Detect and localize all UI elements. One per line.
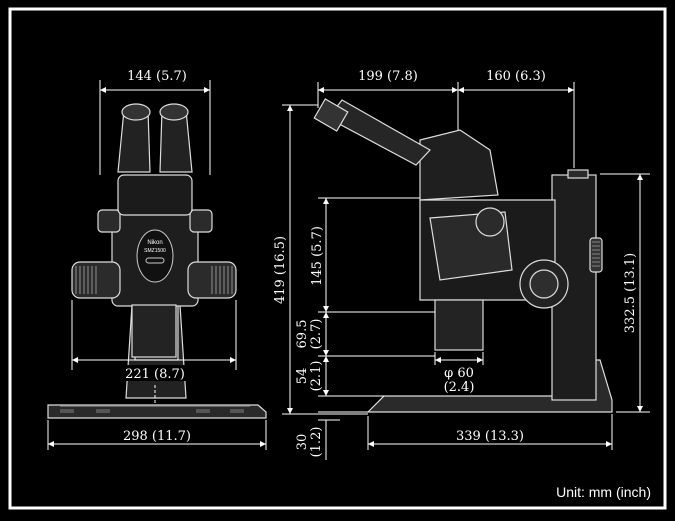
side-base-thickness-a: 30 [295,434,310,451]
side-stage-height-b: (2.1) [309,361,324,392]
side-total-height-label: 419 (16.5) [273,236,288,304]
side-pillar-height-label: 332.5 (13.1) [623,253,638,333]
side-body-height-label: 145 (5.7) [310,226,325,286]
front-zoom-knob-left [97,209,121,233]
front-badge-model: SMZ1500 [144,248,166,254]
side-rear-depth-label: 160 (6.3) [486,69,546,84]
side-zoom-knob [475,207,505,237]
side-view [313,98,613,413]
front-base [47,404,267,419]
front-width-focus-label: 221 (8.7) [125,367,185,382]
unit-note: Unit: mm (inch) [556,484,651,500]
front-width-base-label: 298 (11.7) [123,429,191,444]
side-mount-diameter-a: φ 60 [444,366,474,381]
side-objective [434,299,484,351]
front-zoom-knob-right [189,209,213,233]
side-base-thickness-b: (1.2) [309,427,324,458]
side-head [419,129,499,201]
front-badge-brand: Nikon [147,240,162,246]
outer-frame [8,7,667,510]
side-stage-height-a: 54 [295,368,310,385]
front-objective [131,304,177,358]
side-mount-diameter-b: (2.4) [444,380,475,395]
side-eyepiece-reach-label: 199 (7.8) [358,69,418,84]
side-objective-height-b: (2.7) [309,319,324,350]
side-base-depth-label: 339 (13.3) [456,429,524,444]
side-objective-height-a: 69.5 [295,320,310,349]
front-badge [136,229,174,283]
front-width-top-label: 144 (5.7) [127,69,187,84]
